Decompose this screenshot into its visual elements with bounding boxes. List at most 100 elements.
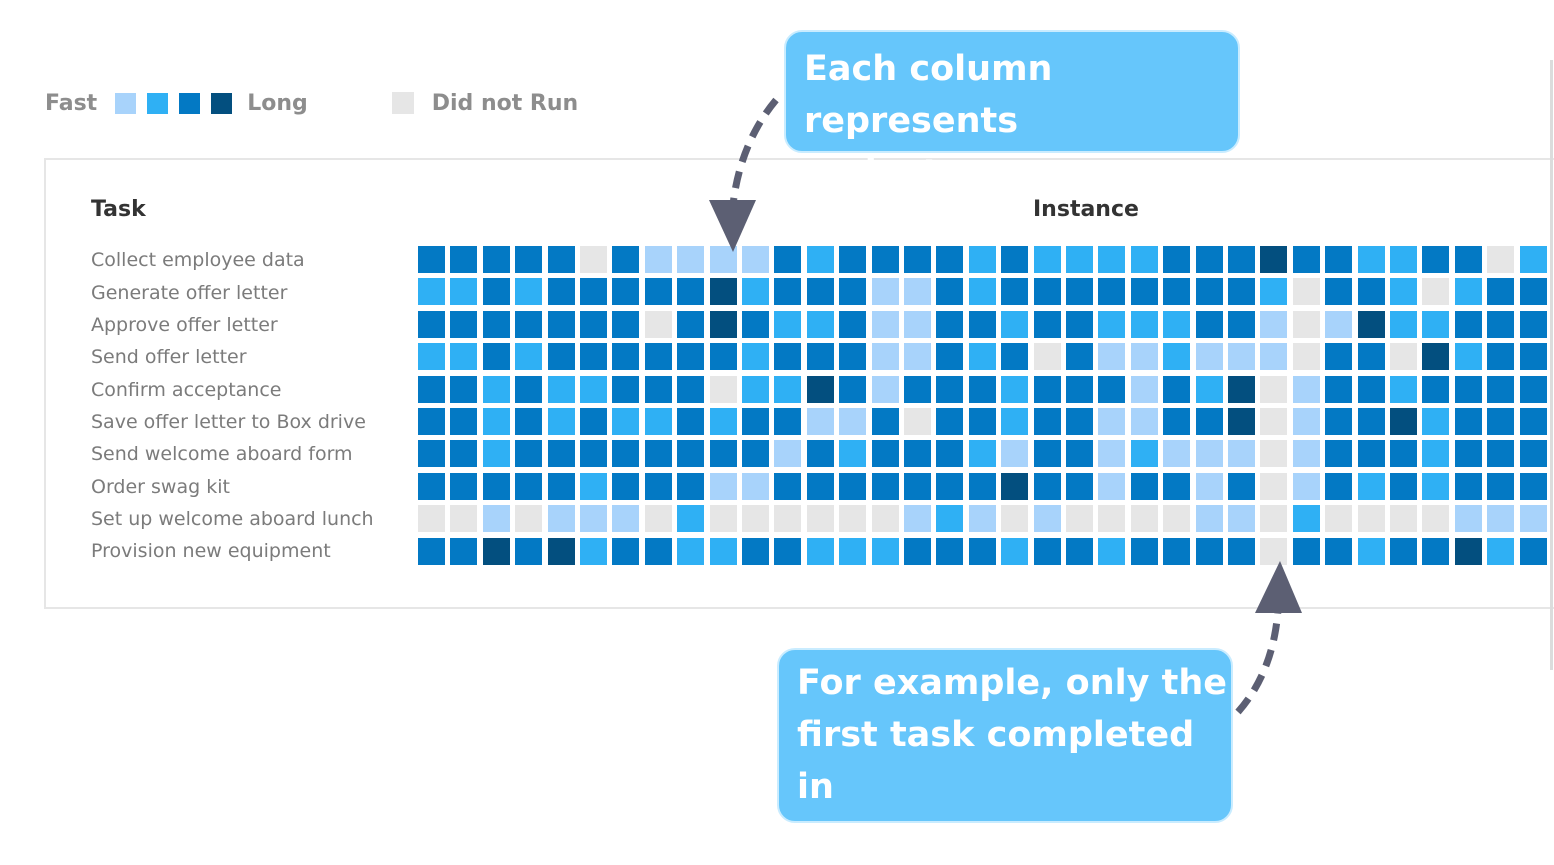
heatmap-cell [1293,408,1320,435]
callout-top-line-2: an instance [804,153,1033,193]
heatmap-cell [742,505,769,532]
heatmap-cell [548,473,575,500]
heatmap-cell [1131,440,1158,467]
heatmap-cell [1228,473,1255,500]
heatmap-cell [872,311,899,338]
heatmap-cell [1066,473,1093,500]
heatmap-cell [1001,246,1028,273]
heatmap-cell [1196,246,1223,273]
heatmap-cell [969,473,996,500]
heatmap-cell [1260,278,1287,305]
heatmap-cell [515,505,542,532]
heatmap-cell [1293,376,1320,403]
heatmap-cell [1487,246,1514,273]
heatmap-cell [1325,343,1352,370]
task-label: Set up welcome aboard lunch [91,508,374,530]
heatmap-cell [839,246,866,273]
heatmap-cell [612,311,639,338]
heatmap-cell [645,278,672,305]
heatmap-cell [548,343,575,370]
heatmap-cell [418,246,445,273]
heatmap-cell [418,473,445,500]
heatmap-cell [450,473,477,500]
heatmap-cell [548,311,575,338]
heatmap-cell [1034,505,1061,532]
heatmap-cell [1001,473,1028,500]
heatmap-cell [872,473,899,500]
heatmap-cell [1455,278,1482,305]
heatmap-cell [710,343,737,370]
heatmap-cell [450,246,477,273]
heatmap-cell [1358,376,1385,403]
heatmap-cell [839,311,866,338]
heatmap-cell [1325,408,1352,435]
heatmap-cell [677,376,704,403]
heatmap-cell [548,408,575,435]
heatmap-cell [418,408,445,435]
legend-long-label: Long [247,90,308,116]
heatmap-cell [450,505,477,532]
heatmap-cell [612,278,639,305]
heatmap-cell [1196,376,1223,403]
heatmap-cell [1034,343,1061,370]
heatmap-cell [612,246,639,273]
heatmap-cell [1260,473,1287,500]
heatmap-cell [1260,376,1287,403]
heatmap-cell [807,278,834,305]
heatmap-cell [936,538,963,565]
heatmap-cell [1487,440,1514,467]
heatmap-cell [1066,278,1093,305]
legend-swatch-2 [147,92,169,114]
heatmap-cell [1034,473,1061,500]
heatmap-cell [774,505,801,532]
heatmap-cell [515,343,542,370]
heatmap-cell [612,376,639,403]
heatmap-cell [710,311,737,338]
legend-swatch-3 [179,92,201,114]
legend-swatch-1 [115,92,137,114]
heatmap-cell [936,505,963,532]
heatmap-cell [710,473,737,500]
heatmap-cell [1293,473,1320,500]
heatmap-cell [483,408,510,435]
heatmap-cell [1325,538,1352,565]
heatmap-cell [1163,246,1190,273]
heatmap-cell [1487,343,1514,370]
callout-top-line-1: Each column represents [804,49,1053,141]
heatmap-cell [645,440,672,467]
heatmap-cell [710,440,737,467]
heatmap-cell [1293,538,1320,565]
heatmap-cell [969,538,996,565]
heatmap-cell [548,505,575,532]
heatmap-grid [418,246,1554,566]
heatmap-cell [742,311,769,338]
heatmap-cell [677,246,704,273]
heatmap-cell [1422,440,1449,467]
heatmap-cell [904,311,931,338]
heatmap-cell [450,440,477,467]
heatmap-cell [742,440,769,467]
heatmap-cell [677,505,704,532]
heatmap-cell [774,473,801,500]
heatmap-cell [1163,408,1190,435]
heatmap-cell [1098,440,1125,467]
heatmap-cell [612,505,639,532]
heatmap-cell [742,343,769,370]
heatmap-cell [1131,505,1158,532]
heatmap-cell [969,311,996,338]
heatmap-cell [1358,343,1385,370]
callout-bottom-line-2: first task completed in [797,715,1195,807]
heatmap-cell [807,505,834,532]
heatmap-cell [548,538,575,565]
heatmap-cell [1228,278,1255,305]
heatmap-cell [1358,278,1385,305]
heatmap-cell [580,408,607,435]
heatmap-cell [872,246,899,273]
heatmap-cell [1260,505,1287,532]
heatmap-cell [1034,246,1061,273]
heatmap-cell [839,505,866,532]
heatmap-cell [1325,311,1352,338]
heatmap-cell [450,278,477,305]
heatmap-cell [1066,311,1093,338]
